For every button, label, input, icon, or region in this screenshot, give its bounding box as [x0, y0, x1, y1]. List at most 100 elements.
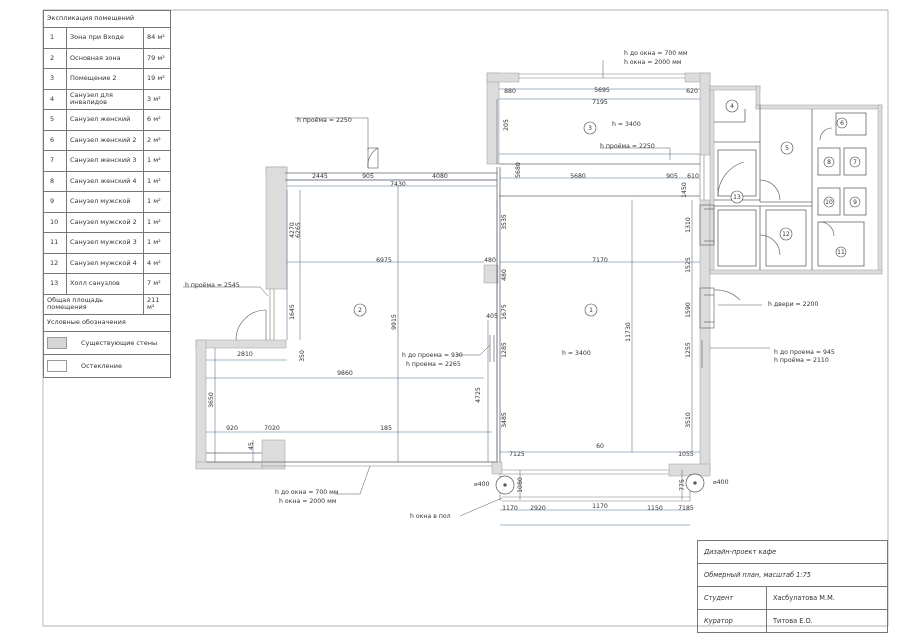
dim-text: 1255	[685, 342, 692, 358]
dim-text: 905	[362, 173, 374, 180]
dim-text: 1525	[685, 257, 692, 273]
dim-text: 4725	[475, 387, 482, 403]
dim-text: 2920	[530, 505, 546, 512]
opening-height: h проёма = 2545	[185, 281, 240, 289]
dim-text: 1055	[678, 451, 694, 458]
curator-name: Титова Е.О.	[766, 610, 887, 632]
symbol-row: Остекление	[43, 354, 171, 378]
dim-text: 7125	[509, 451, 525, 458]
wall-swatch	[47, 337, 67, 349]
glazing	[262, 73, 705, 502]
opening-height: h проёма = 2110	[774, 356, 829, 364]
dim-text: 7170	[592, 257, 608, 264]
dimension-lines	[206, 88, 700, 526]
opening-sill: h до проема = 945	[774, 349, 835, 356]
dim-text: 3510	[685, 412, 692, 428]
symbols-title: Условные обозначения	[43, 314, 171, 332]
dim-text: 11730	[625, 322, 632, 342]
dim-text: 45	[248, 442, 255, 450]
room-label-5: 5	[785, 145, 789, 152]
door-height: h двери = 2200	[768, 301, 818, 308]
room-label-1: 1	[589, 307, 593, 314]
dim-text: 4080	[432, 173, 448, 180]
dim-text: 610	[687, 173, 699, 180]
room-label-12: 12	[782, 231, 790, 238]
dim-text: 7195	[592, 99, 608, 106]
room-label-8: 8	[827, 159, 831, 166]
glazing-swatch	[47, 360, 67, 372]
existing-walls	[195, 72, 883, 477]
opening-height: h проема = 2265	[406, 361, 461, 368]
opening-height: h проёма = 2250	[600, 142, 655, 150]
student-label: Студент	[704, 594, 734, 602]
dim-text: 620	[686, 88, 698, 95]
dim-text: 480	[501, 269, 508, 281]
dim-text: 3650	[208, 392, 215, 408]
dim-text: 775	[679, 479, 686, 491]
dim-text: 350	[299, 350, 306, 362]
dim-text: 6265	[295, 222, 302, 238]
dim-text: 7185	[678, 505, 694, 512]
dim-text: 1170	[502, 505, 518, 512]
student-name: Хасбулатова М.М.	[766, 587, 887, 609]
sheet-title: Обмерный план, масштаб 1:75	[704, 571, 811, 579]
dim-text: 2445	[312, 173, 328, 180]
dim-text: 5680	[515, 162, 522, 178]
dim-text: 205	[503, 119, 510, 131]
vertical-dimension-texts: 205 5680 1450 1310 4270 6265 3535 480 15…	[208, 119, 692, 493]
window-height-top: h окна = 2000 мм	[624, 59, 682, 66]
dim-text: 1080	[517, 477, 524, 493]
annotation-leaders	[183, 60, 770, 517]
room-label-2: 2	[358, 307, 362, 314]
room-label-10: 10	[825, 199, 833, 206]
partitions	[206, 105, 867, 463]
height-annotations: h = 3400 h = 3400 h до окна = 700 мм h о…	[185, 50, 835, 520]
room-label-7: 7	[853, 159, 857, 166]
height-room1: h = 3400	[562, 350, 591, 357]
window-sill-bottom: h до окна = 700 мм	[275, 489, 339, 496]
dim-text: 3485	[501, 412, 508, 428]
window-floor: h окна в пол	[410, 513, 451, 520]
dim-text: 60	[596, 443, 604, 450]
doors	[235, 127, 835, 368]
window-sill-top: h до окна = 700 мм	[624, 50, 688, 57]
dim-text: 5680	[570, 173, 586, 180]
dim-text: 9915	[391, 314, 398, 330]
dim-text: 1450	[681, 182, 688, 198]
dim-text: 1310	[685, 217, 692, 233]
room-label-11: 11	[837, 249, 845, 256]
dimension-texts: 880 5695 620 7195 2445 905 4080 7430 568…	[226, 87, 699, 512]
dim-text: 880	[504, 88, 516, 95]
room-label-4: 4	[730, 103, 734, 110]
room-label-13: 13	[733, 194, 741, 201]
dim-text: 1645	[289, 304, 296, 320]
opening-height: h проёма = 2250	[297, 116, 352, 124]
column-diameter: ⌀400	[474, 481, 490, 488]
round-columns	[495, 473, 705, 495]
room-label-9: 9	[853, 199, 857, 206]
dim-text: 1675	[501, 304, 508, 320]
height-room3: h = 3400	[612, 121, 641, 128]
dim-text: 1170	[592, 503, 608, 510]
dim-text: 5695	[594, 87, 610, 94]
room-label-6: 6	[840, 120, 844, 127]
schedule-title: Экспликация помещений	[43, 10, 171, 28]
curator-label: Куратор	[704, 617, 733, 625]
